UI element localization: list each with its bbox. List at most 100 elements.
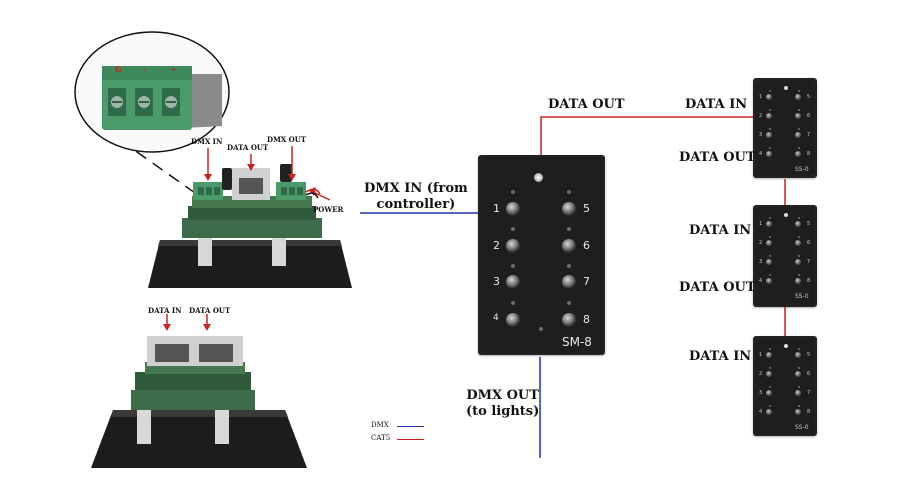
channel-label-2: 2 [759,371,763,377]
button-ch2[interactable] [766,371,772,377]
pin-label-g: G [115,64,122,74]
board-label-data-out: DATA OUT [227,143,269,152]
button-ch4[interactable] [766,278,772,284]
led [769,109,771,111]
led [567,190,571,194]
button-ch4[interactable] [766,409,772,415]
button-ch5[interactable] [795,221,801,227]
button-ch7[interactable] [795,390,801,396]
channel-label-6: 6 [807,113,811,119]
led [769,90,771,92]
channel-label-7: 7 [807,390,811,396]
label-data-out-top: DATA OUT [548,97,625,112]
button-ch8[interactable] [795,409,801,415]
button-ch6[interactable] [795,240,801,246]
channel-label-2: 2 [759,113,763,119]
channel-label-8: 8 [807,151,811,157]
button-ch8[interactable] [795,151,801,157]
channel-label-7: 7 [583,275,590,288]
led [567,227,571,231]
button-ch3[interactable] [766,390,772,396]
led [539,327,543,331]
channel-label-1: 1 [759,352,763,358]
channel-label-3: 3 [759,132,763,138]
led [798,109,800,111]
button-ch1[interactable] [766,94,772,100]
button-ch6[interactable] [562,239,576,253]
legend-swatch-dmx [397,426,424,427]
label-data-in-3: DATA IN [689,349,752,364]
button-ch1[interactable] [766,221,772,227]
button-ch8[interactable] [562,313,576,327]
channel-label-7: 7 [807,132,811,138]
data-out-wire [540,116,755,155]
channel-label-4: 4 [759,151,763,157]
pin-label-plus: + [170,64,177,74]
controller-board-top [148,146,352,288]
button-ch5[interactable] [795,352,801,358]
button-ch3[interactable] [766,259,772,265]
button-ch1[interactable] [766,352,772,358]
button-ch2[interactable] [766,113,772,119]
led [567,264,571,268]
pin-label-minus: - [143,64,147,74]
channel-label-7: 7 [807,259,811,265]
button-ch2[interactable] [766,240,772,246]
label-data-out-2: DATA OUT [679,280,756,295]
channel-label-6: 6 [807,240,811,246]
led [769,128,771,130]
channel-label-5: 5 [583,202,590,215]
button-ch3[interactable] [766,132,772,138]
zoom-pointer-line [119,139,206,201]
label-data-in-1: DATA IN [685,97,748,112]
led [511,264,515,268]
led [798,405,800,407]
button-ch6[interactable] [795,113,801,119]
led [511,301,515,305]
button-ch6[interactable] [795,371,801,377]
button-ch8[interactable] [795,278,801,284]
button-ch1[interactable] [506,202,520,216]
connector-zoom-view [74,31,230,153]
led [769,386,771,388]
channel-label-6: 6 [807,371,811,377]
button-ch4[interactable] [766,151,772,157]
panel-model-label: SM-8 [562,335,592,349]
panel-model-label: SS-0 [795,424,809,431]
led [798,217,800,219]
led [769,217,771,219]
channel-label-8: 8 [807,409,811,415]
panel-sensor-icon [534,173,543,182]
controller-board-bottom [91,314,307,468]
led [798,274,800,276]
label-data-in-2: DATA IN [689,223,752,238]
led [798,255,800,257]
button-ch5[interactable] [795,94,801,100]
button-ch2[interactable] [506,239,520,253]
button-ch7[interactable] [562,275,576,289]
button-ch7[interactable] [795,259,801,265]
channel-label-6: 6 [583,239,590,252]
button-ch5[interactable] [562,202,576,216]
channel-label-5: 5 [807,221,811,227]
channel-label-3: 3 [759,259,763,265]
board-label-data-in: DATA IN [148,306,182,315]
label-dmx-in-controller: DMX IN (from controller) [364,181,468,212]
panel-model-label: SS-0 [795,293,809,300]
led [769,274,771,276]
board-label-dmx-out: DMX OUT [267,135,307,144]
channel-label-5: 5 [807,352,811,358]
channel-label-1: 1 [759,221,763,227]
button-ch3[interactable] [506,275,520,289]
led [798,367,800,369]
led [798,128,800,130]
panel-sensor-icon [784,344,788,348]
led [769,255,771,257]
board-label-data-out-b: DATA OUT [189,306,231,315]
button-ch4[interactable] [506,313,520,327]
channel-label-8: 8 [583,313,590,326]
led [769,348,771,350]
channel-label-8: 8 [807,278,811,284]
button-ch7[interactable] [795,132,801,138]
